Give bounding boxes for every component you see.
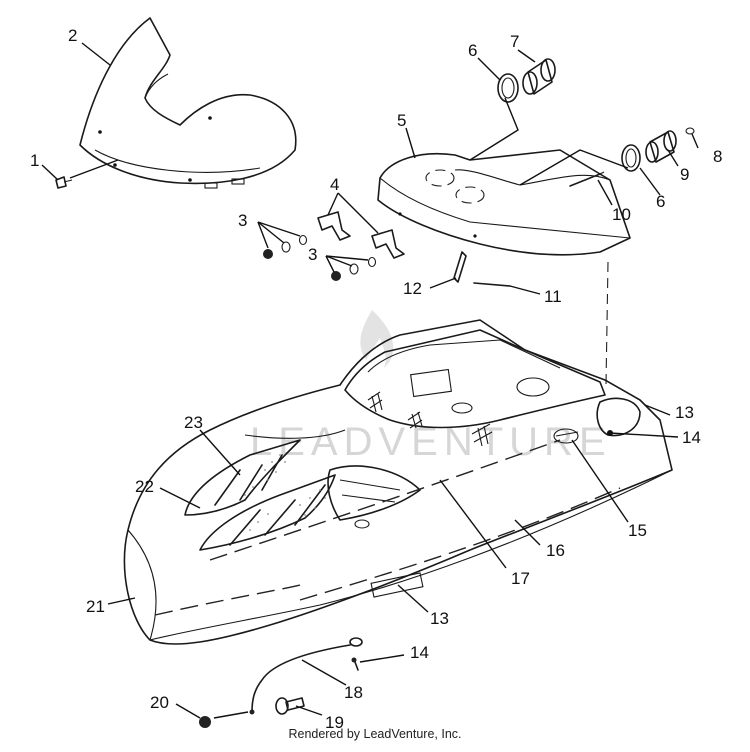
callout-15: 15: [628, 521, 647, 540]
callout-1: 1: [30, 151, 39, 170]
callout-19: 19: [325, 713, 344, 732]
footer-credit: Rendered by LeadVenture, Inc.: [288, 727, 462, 741]
callout-14-top: 14: [682, 428, 701, 447]
gauge-right-guide-line: [519, 149, 629, 186]
callout-22: 22: [135, 477, 154, 496]
callout-21: 21: [86, 597, 105, 616]
wire-harness: [569, 171, 605, 187]
gauge-left: [522, 58, 556, 95]
fasteners-upper: [263, 234, 308, 259]
gauge-left-guide-line: [469, 97, 519, 161]
callout-23: 23: [184, 413, 203, 432]
gauge-bezel-right: [621, 144, 641, 172]
leader-lines: [41, 42, 699, 719]
small-bulb: [685, 127, 695, 135]
callout-12: 12: [403, 279, 422, 298]
callout-6-top: 6: [468, 41, 477, 60]
vent-texture: [244, 454, 326, 531]
cable-tie: [473, 282, 511, 287]
hood: [123, 319, 673, 645]
callout-18: 18: [344, 683, 363, 702]
callout-14-lower: 14: [410, 643, 429, 662]
callout-13-lower: 13: [430, 609, 449, 628]
instrument-panel: [377, 149, 631, 256]
callout-4: 4: [330, 175, 339, 194]
callout-17: 17: [511, 569, 530, 588]
alignment-line: [605, 261, 609, 386]
gauge-right: [645, 130, 677, 163]
callout-3-upper: 3: [238, 211, 247, 230]
callout-8: 8: [713, 147, 722, 166]
windshield: [79, 17, 297, 189]
callout-13-top: 13: [675, 403, 694, 422]
callout-16: 16: [546, 541, 565, 560]
hood-screw: [351, 657, 359, 671]
gauge-bezel-left: [497, 73, 519, 103]
callout-3-lower: 3: [308, 245, 317, 264]
callout-5: 5: [397, 111, 406, 130]
callout-9: 9: [680, 165, 689, 184]
callout-6-right: 6: [656, 192, 665, 211]
bolt: [275, 697, 305, 715]
callout-7: 7: [510, 32, 519, 51]
bracket-upper: [317, 211, 351, 241]
nut: [199, 716, 211, 728]
callout-20: 20: [150, 693, 169, 712]
strap: [453, 251, 467, 283]
windshield-screw: [55, 176, 73, 189]
callout-11: 11: [544, 287, 562, 306]
callout-2: 2: [68, 26, 77, 45]
bracket-lower: [371, 229, 405, 259]
callout-numbers: 2 1 3 4 3 5 6 7 6 8 9 10 11 12 13 14 15 …: [30, 26, 722, 732]
fasteners-lower: [331, 256, 377, 281]
callout-10: 10: [612, 205, 631, 224]
tether-cable: [249, 637, 363, 715]
